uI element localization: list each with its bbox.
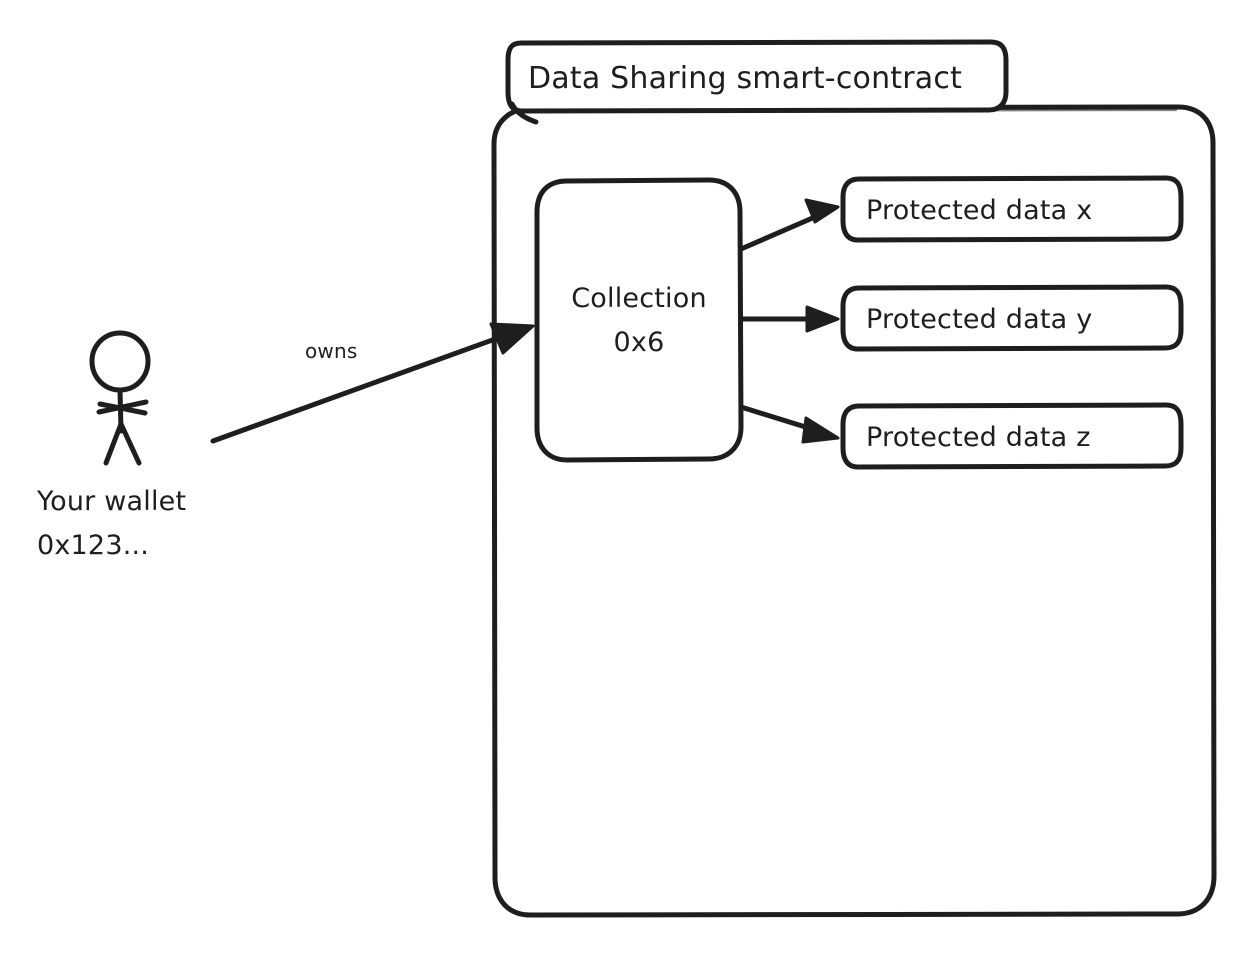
arrow-owns: owns xyxy=(210,322,535,444)
protected-data-box-y[interactable]: Protected data y xyxy=(840,284,1184,352)
arrow-collection-to-data-x xyxy=(738,198,840,252)
protected-data-box-z[interactable]: Protected data z xyxy=(840,402,1184,470)
container-title-box[interactable]: Data Sharing smart-contract xyxy=(505,39,1009,125)
collection-box[interactable]: Collection 0x6 xyxy=(534,177,744,463)
protected-data-y-label: Protected data y xyxy=(866,304,1092,335)
wallet-actor-icon xyxy=(89,330,151,466)
wallet-label: Your wallet 0x123... xyxy=(36,486,186,561)
wallet-label-line2: 0x123... xyxy=(37,530,149,561)
container-title-text: Data Sharing smart-contract xyxy=(528,61,962,96)
protected-data-box-x[interactable]: Protected data x xyxy=(840,175,1184,243)
protected-data-x-label: Protected data x xyxy=(866,195,1092,226)
owns-label: owns xyxy=(305,339,358,363)
arrow-collection-to-data-z xyxy=(738,404,840,444)
protected-data-z-label: Protected data z xyxy=(866,422,1091,453)
collection-label-line2: 0x6 xyxy=(614,327,665,358)
wallet-label-line1: Your wallet xyxy=(36,486,186,517)
collection-label-line1: Collection xyxy=(571,283,707,314)
arrow-collection-to-data-y xyxy=(738,305,840,333)
